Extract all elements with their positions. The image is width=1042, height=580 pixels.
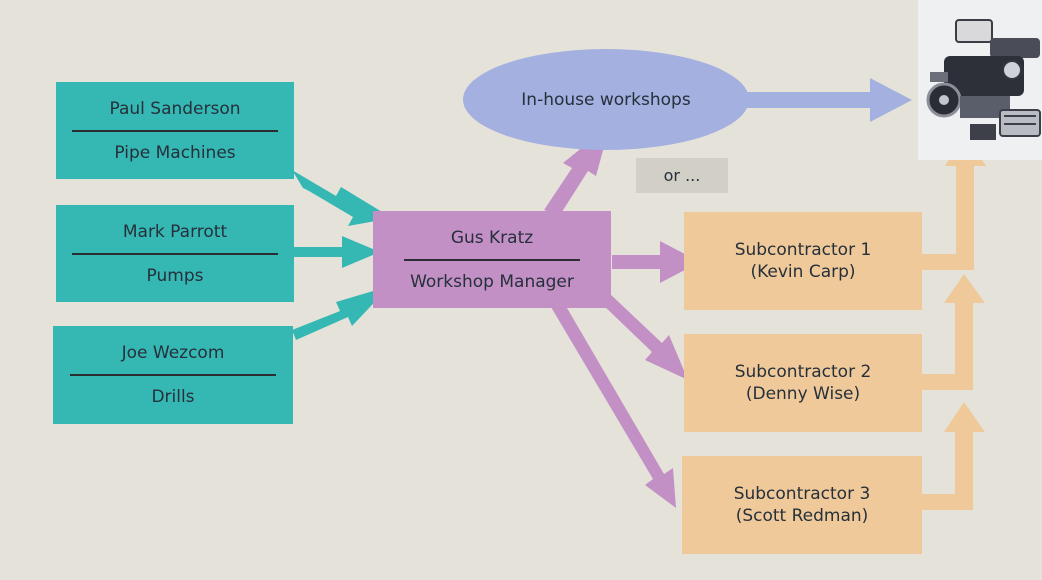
person-name: Mark Parrott [122,221,228,242]
person-box-joe: Joe Wezcom Drills [53,326,293,424]
arrow-sub1-up [920,134,986,270]
arrow-sub2-up [920,274,985,390]
divider [70,374,276,376]
manager-box: Gus Kratz Workshop Manager [373,211,611,308]
divider [72,129,278,132]
subcontractor-title: Subcontractor 1 [734,240,872,260]
inhouse-workshops-ellipse: In-house workshops [463,49,749,150]
arrow-joe-to-manager [292,286,390,340]
arrow-manager-to-sub3 [548,296,676,508]
or-label-box: or ... [636,158,728,193]
divider [72,252,278,255]
divider [404,258,580,261]
subcontractor-box-3: Subcontractor 3 (Scott Redman) [682,456,922,554]
person-role: Pipe Machines [114,142,236,163]
person-name: Paul Sanderson [109,98,241,119]
subcontractor-contact: (Scott Redman) [735,506,869,526]
subcontractor-contact: (Denny Wise) [745,384,861,404]
arrow-inhouse-to-machine [745,78,912,122]
arrow-sub3-up [920,402,985,510]
inhouse-label: In-house workshops [521,89,691,110]
arrow-manager-to-sub1 [612,241,700,283]
or-label: or ... [663,165,701,185]
subcontractor-title: Subcontractor 2 [734,362,872,382]
person-role: Drills [151,387,195,407]
engine-machine-icon [918,0,1042,160]
subcontractor-title: Subcontractor 3 [733,484,871,504]
manager-name: Gus Kratz [450,227,534,248]
arrow-manager-to-sub2 [600,292,688,380]
subcontractor-box-1: Subcontractor 1 (Kevin Carp) [684,212,922,310]
person-role: Pumps [146,265,204,286]
person-box-paul: Paul Sanderson Pipe Machines [56,82,294,179]
person-name: Joe Wezcom [121,343,225,363]
arrow-paul-to-manager [292,170,392,226]
manager-role: Workshop Manager [410,271,574,292]
subcontractor-box-2: Subcontractor 2 (Denny Wise) [684,334,922,432]
subcontractor-contact: (Kevin Carp) [750,262,856,282]
arrow-mark-to-manager [292,236,380,268]
person-box-mark: Mark Parrott Pumps [56,205,294,302]
